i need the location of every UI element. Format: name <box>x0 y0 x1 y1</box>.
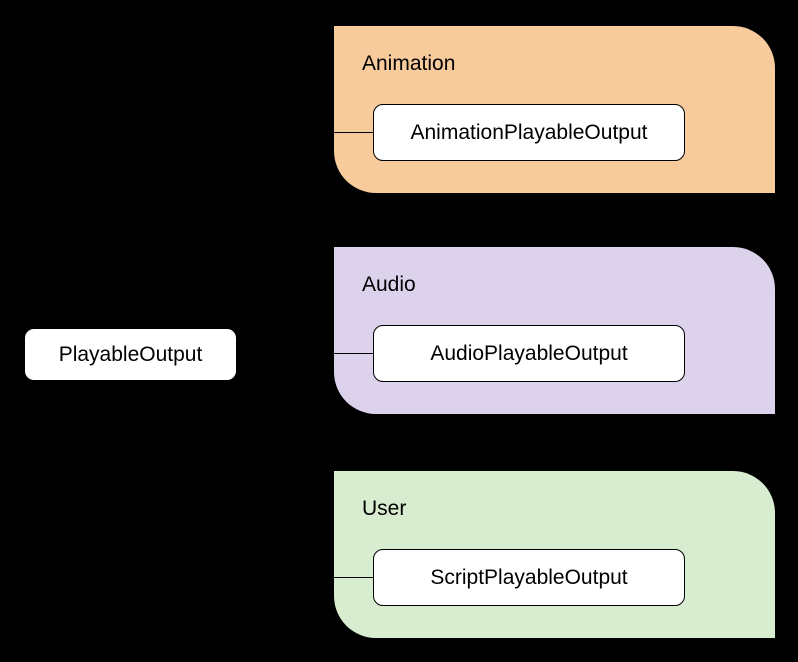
node-script-playable-output[interactable]: ScriptPlayableOutput <box>373 549 685 606</box>
group-audio[interactable]: Audio AudioPlayableOutput <box>334 247 775 414</box>
group-user[interactable]: User ScriptPlayableOutput <box>334 471 775 638</box>
group-label-user: User <box>362 497 407 520</box>
node-label: PlayableOutput <box>58 343 203 366</box>
connector-line-audio <box>334 353 374 354</box>
connector-line-animation <box>334 132 374 133</box>
node-label: ScriptPlayableOutput <box>430 566 628 589</box>
node-label: AudioPlayableOutput <box>430 342 628 365</box>
node-label: AnimationPlayableOutput <box>410 121 648 144</box>
node-audio-playable-output[interactable]: AudioPlayableOutput <box>373 325 685 382</box>
group-label-animation: Animation <box>362 52 456 75</box>
node-animation-playable-output[interactable]: AnimationPlayableOutput <box>373 104 685 161</box>
group-label-audio: Audio <box>362 273 416 296</box>
node-playable-output[interactable]: PlayableOutput <box>24 328 237 381</box>
group-animation[interactable]: Animation AnimationPlayableOutput <box>334 26 775 193</box>
connector-line-user <box>334 577 374 578</box>
